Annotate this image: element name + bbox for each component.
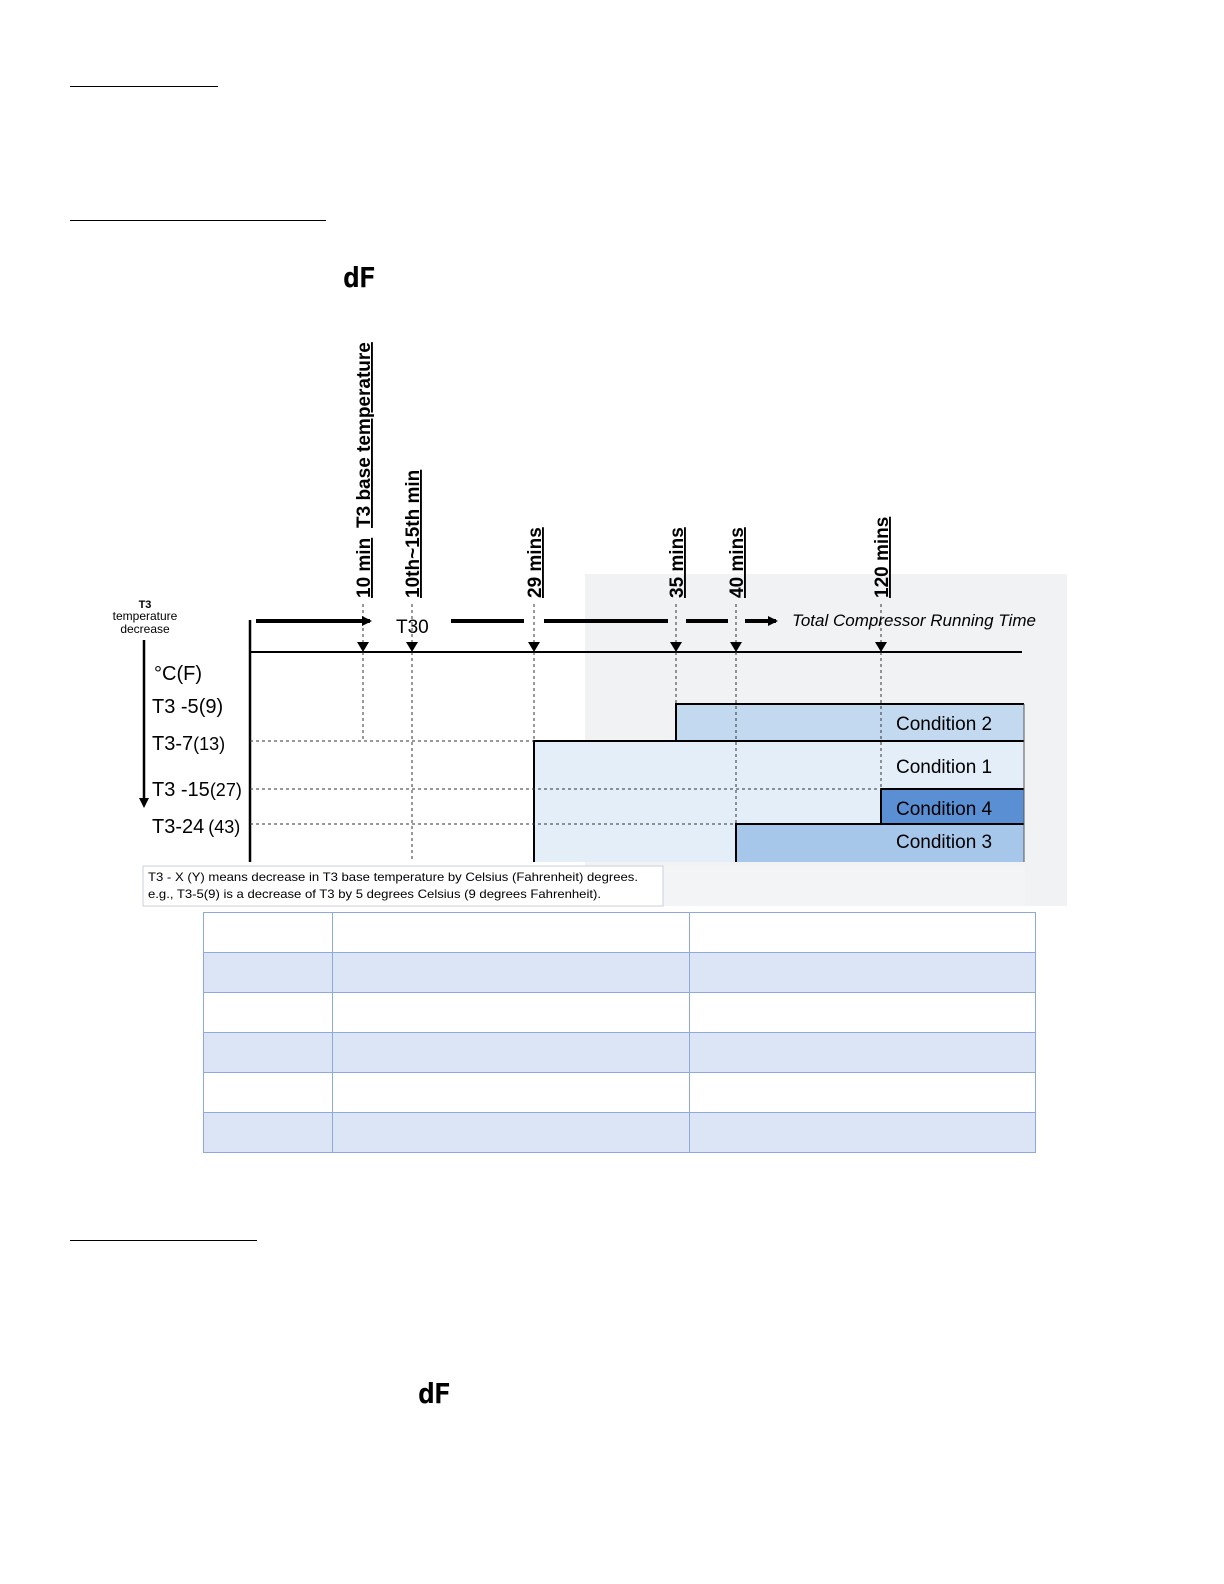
marker-10-min bbox=[357, 642, 369, 652]
time-label-10-min: 10 min bbox=[354, 538, 375, 598]
row-label-t3-7: T3-7(13) bbox=[152, 733, 225, 755]
table-cell bbox=[203, 992, 333, 1033]
axis-title-line-2: temperature bbox=[113, 609, 178, 623]
axis-title-line-3: decrease bbox=[120, 622, 170, 636]
condition-3-label: Condition 3 bbox=[896, 832, 992, 853]
condition-1-region bbox=[534, 741, 1024, 789]
table-cell bbox=[689, 1032, 1036, 1073]
table-cell bbox=[689, 992, 1036, 1033]
time-label-t3-base-temperature: T3 base temperature bbox=[354, 342, 375, 528]
marker-120-mins bbox=[875, 642, 887, 652]
axis-title-line-1: T3 bbox=[139, 599, 152, 611]
table-cell bbox=[203, 1032, 333, 1073]
table-row bbox=[203, 1032, 1036, 1073]
note-line-1: T3 - X (Y) means decrease in T3 base tem… bbox=[148, 870, 638, 884]
row-label-t3-24: T3-24(43) bbox=[152, 816, 240, 838]
table-cell bbox=[203, 1072, 333, 1113]
unit-label: °C(F) bbox=[154, 663, 202, 685]
table-cell bbox=[203, 912, 333, 953]
table-row bbox=[203, 1112, 1036, 1153]
row-label-t3-5: T3 -5(9) bbox=[152, 696, 223, 718]
condition-1-region-bottom bbox=[534, 824, 736, 862]
condition-4-label: Condition 4 bbox=[896, 799, 993, 820]
time-label-10th-15th-min: 10th~15th min bbox=[403, 470, 424, 598]
time-label-35-mins: 35 mins bbox=[667, 527, 688, 598]
table-row bbox=[203, 992, 1036, 1033]
condition-1-label: Condition 1 bbox=[896, 757, 992, 778]
table-cell bbox=[203, 952, 333, 993]
defrost-condition-diagram: T3 temperature decrease °C(F) T3 -5(9) T… bbox=[113, 342, 1067, 907]
section-heading-rule-1 bbox=[70, 86, 218, 87]
condition-3-region bbox=[736, 824, 1024, 862]
note-line-2: e.g., T3-5(9) is a decrease of T3 by 5 d… bbox=[148, 887, 601, 901]
row-label-t3-15: T3 -15(27) bbox=[152, 779, 242, 801]
table-cell bbox=[332, 1112, 690, 1153]
section-heading-rule-2 bbox=[70, 220, 326, 221]
marker-35-mins bbox=[670, 642, 682, 652]
defrost-display-icon-2: dF bbox=[418, 1377, 451, 1410]
table-row bbox=[203, 952, 1036, 993]
time-label-29-mins: 29 mins bbox=[525, 527, 546, 598]
defrost-display-icon: dF bbox=[343, 261, 376, 294]
table-cell bbox=[332, 1072, 690, 1113]
marker-29-mins bbox=[528, 642, 540, 652]
section-heading-rule-3 bbox=[70, 1240, 257, 1241]
table-cell bbox=[689, 1072, 1036, 1113]
note-box bbox=[142, 865, 664, 907]
condition-2-region bbox=[676, 704, 1024, 741]
table-cell bbox=[332, 912, 690, 953]
table-cell bbox=[689, 912, 1036, 953]
table-cell bbox=[203, 1112, 333, 1153]
table-cell bbox=[689, 952, 1036, 993]
t30-label: T30 bbox=[396, 617, 429, 638]
condition-4-region bbox=[881, 789, 1024, 824]
table-row bbox=[203, 912, 1036, 953]
table-cell bbox=[689, 1112, 1036, 1153]
condition-1-region-lower bbox=[534, 789, 881, 824]
time-label-120-mins: 120 mins bbox=[872, 517, 893, 598]
condition-2-label: Condition 2 bbox=[896, 714, 992, 735]
running-time-label: Total Compressor Running Time bbox=[792, 611, 1036, 630]
marker-40-mins bbox=[730, 642, 742, 652]
table-row bbox=[203, 1072, 1036, 1113]
table-cell bbox=[332, 952, 690, 993]
table-cell bbox=[332, 992, 690, 1033]
condition-table bbox=[203, 912, 1036, 1153]
time-label-40-mins: 40 mins bbox=[727, 527, 748, 598]
marker-t30 bbox=[406, 642, 418, 652]
table-cell bbox=[332, 1032, 690, 1073]
